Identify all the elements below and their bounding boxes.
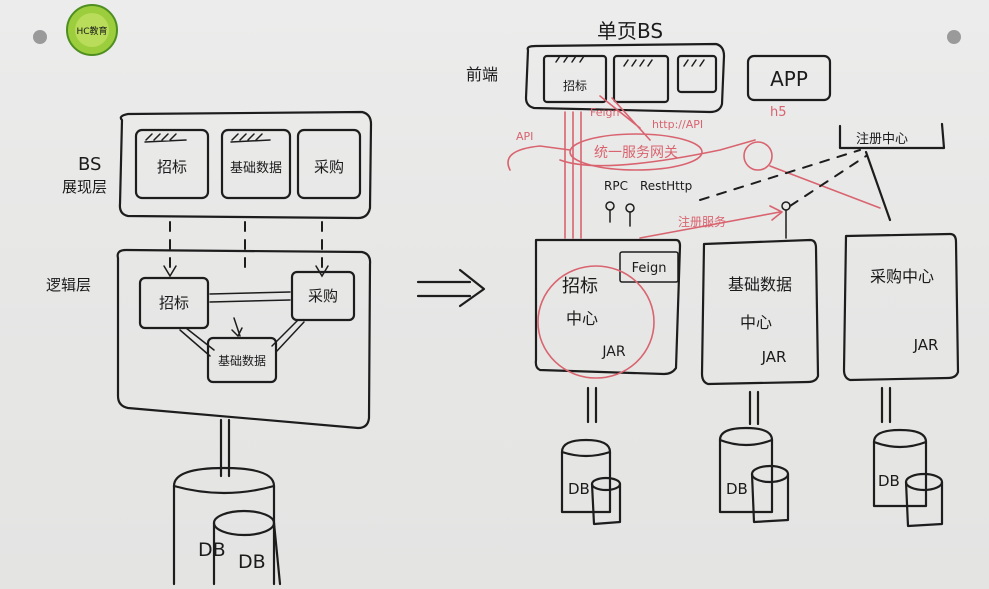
board-pin-right	[947, 30, 961, 44]
api-label: API	[516, 130, 533, 143]
base-register-socket	[781, 201, 791, 211]
gateway-ellipse	[569, 133, 703, 171]
logic-box-base-data	[206, 336, 278, 384]
red-circle-marker	[743, 141, 773, 171]
single-page-bs-title: 单页BS	[597, 19, 663, 43]
service-base-line1: 基础数据	[728, 275, 792, 294]
db-left-label-1: DB	[198, 539, 226, 561]
red-frontend-links	[599, 95, 651, 141]
board-pin-left	[33, 30, 47, 44]
app-box-label: APP	[770, 67, 808, 91]
service-base-jar: JAR	[761, 348, 787, 366]
arrow-to-base	[231, 317, 243, 338]
db-pipe-base	[748, 390, 760, 426]
register-service-arrow	[639, 205, 783, 239]
service-base-line2: 中心	[740, 313, 772, 332]
service-bid-line2: 中心	[566, 309, 598, 328]
view-box-base-data: 基础数据	[220, 128, 292, 200]
link-bid-purchase	[209, 291, 291, 303]
db-cylinder-bid: DB	[560, 438, 622, 526]
service-purchase-line1: 采购中心	[870, 267, 934, 286]
rpc-label: RPC	[604, 179, 628, 193]
app-h5-label: h5	[770, 105, 787, 120]
resthttp-label: RestHttp	[640, 179, 692, 193]
service-bid-line1: 招标	[562, 276, 598, 297]
logo-badge: HC教育	[66, 4, 118, 56]
db-pipe-bid	[586, 386, 598, 424]
transition-arrow	[416, 268, 486, 308]
registry-label: 注册中心	[856, 132, 908, 147]
logic-box-bid	[138, 276, 210, 330]
arrowhead-purchase	[315, 265, 329, 278]
view-box-bid-label: 招标	[157, 158, 187, 176]
frontend-mini-3	[676, 54, 718, 94]
link-bid-base	[179, 327, 215, 357]
db-purchase-label: DB	[878, 472, 900, 490]
registry-box	[838, 122, 946, 150]
service-bid-jar: JAR	[601, 344, 625, 360]
db-cylinder-base: DB	[718, 426, 790, 524]
frontend-mini-bid-label: 招标	[563, 79, 587, 93]
feign-box	[619, 251, 679, 283]
red-gateway-flow	[559, 139, 756, 167]
link-purchase-base	[271, 319, 305, 353]
registry-link-1	[699, 149, 861, 201]
service-bid-red-circle	[537, 265, 655, 379]
logic-layer-container	[116, 248, 372, 430]
bs-label: BS	[78, 154, 101, 175]
http-api-label: http://API	[652, 118, 703, 131]
resthttp-socket	[625, 203, 635, 213]
gateway-label: 统一服务网关	[594, 145, 678, 161]
db-left-label-2: DB	[238, 551, 266, 573]
service-bid-center: Feign 招标 中心 JAR	[534, 238, 682, 379]
logic-box-base-data-label: 基础数据	[218, 353, 266, 368]
rpc-socket	[605, 201, 615, 211]
arrowhead-bid	[163, 265, 177, 278]
db-cylinder-left: DB DB	[172, 466, 282, 586]
logic-box-purchase	[290, 270, 356, 322]
db-cylinder-purchase: DB	[872, 428, 944, 528]
frontend-mini-2	[612, 54, 670, 104]
db-bid-label: DB	[568, 480, 590, 498]
presentation-layer-container	[118, 110, 373, 220]
red-vertical-links	[564, 111, 582, 239]
db-pipe-left	[219, 418, 231, 478]
view-box-purchase: 采购	[296, 128, 362, 200]
logic-box-bid-label: 招标	[159, 294, 189, 312]
db-base-label: DB	[726, 480, 748, 498]
red-api-curve	[507, 145, 571, 171]
feign-box-label: Feign	[632, 261, 667, 276]
logic-layer-label: 逻辑层	[46, 276, 91, 294]
presentation-layer-label: 展现层	[62, 178, 107, 196]
service-purchase-jar: JAR	[913, 336, 939, 354]
app-box	[746, 54, 832, 102]
view-box-bid: 招标	[134, 128, 210, 200]
registry-link-3	[864, 150, 892, 222]
registry-link-2	[789, 155, 867, 207]
frontend-mini-bid: 招标	[542, 54, 608, 104]
feign-top-label: Feign	[590, 106, 620, 119]
view-box-base-data-label: 基础数据	[230, 161, 282, 176]
logo-text: HC教育	[76, 25, 107, 37]
service-base-data-center: 基础数据 中心 JAR	[700, 238, 820, 386]
frontend-label: 前端	[466, 65, 498, 84]
service-purchase-center: 采购中心 JAR	[842, 232, 960, 382]
rpc-stems	[609, 209, 631, 227]
register-service-label: 注册服务	[678, 214, 726, 229]
view-box-purchase-label: 采购	[314, 158, 344, 176]
logic-box-purchase-label: 采购	[308, 287, 338, 305]
frontend-container	[524, 42, 726, 114]
db-pipe-purchase	[880, 386, 892, 424]
